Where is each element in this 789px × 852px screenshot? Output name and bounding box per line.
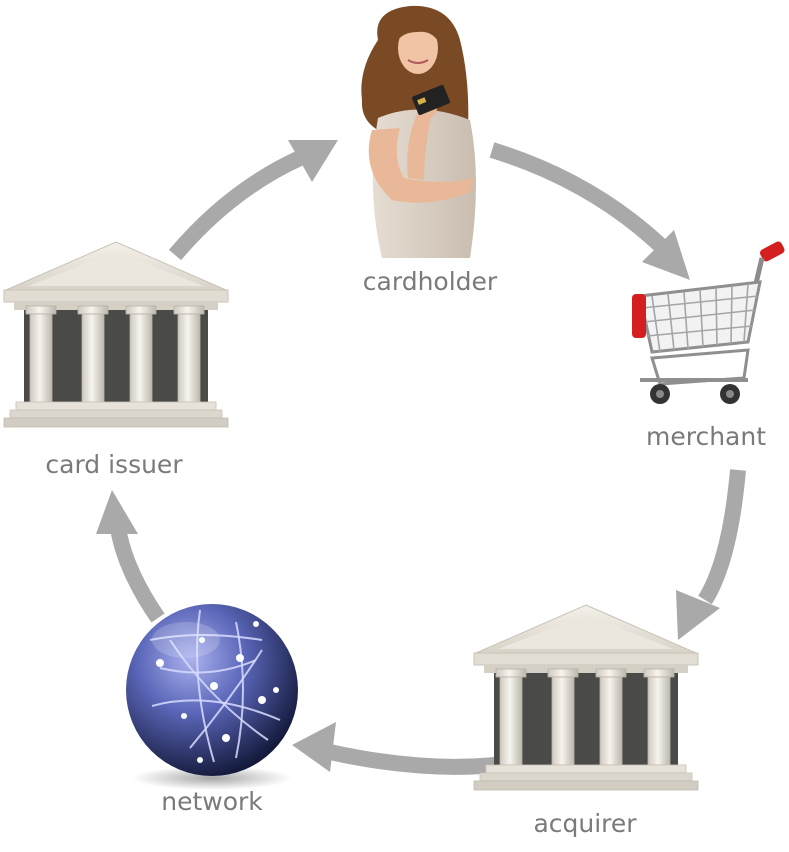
acquirer-label: acquirer (533, 809, 637, 838)
shopping-cart-icon (632, 241, 785, 404)
merchant-node: merchant (632, 241, 785, 451)
arrow-merchant-to-acquirer (676, 469, 746, 640)
arrow-cardholder-to-merchant (489, 142, 690, 280)
cardholder-node: cardholder (361, 5, 498, 296)
bank-building-icon (473, 604, 699, 791)
cardholder-label: cardholder (363, 267, 498, 296)
bank-building-icon (3, 241, 229, 428)
card-issuer-label: card issuer (45, 450, 183, 479)
globe-network-icon (126, 604, 298, 776)
card-issuer-node: card issuer (3, 241, 229, 479)
network-node: network (126, 604, 298, 816)
network-label: network (161, 787, 263, 816)
merchant-label: merchant (646, 422, 766, 451)
arrow-network-to-issuer (96, 490, 165, 623)
acquirer-node: acquirer (473, 604, 699, 838)
arrow-acquirer-to-network (292, 722, 496, 775)
person-with-card-icon (361, 5, 476, 258)
cycle-arrows (96, 140, 746, 775)
arrow-issuer-to-cardholder (168, 140, 338, 261)
